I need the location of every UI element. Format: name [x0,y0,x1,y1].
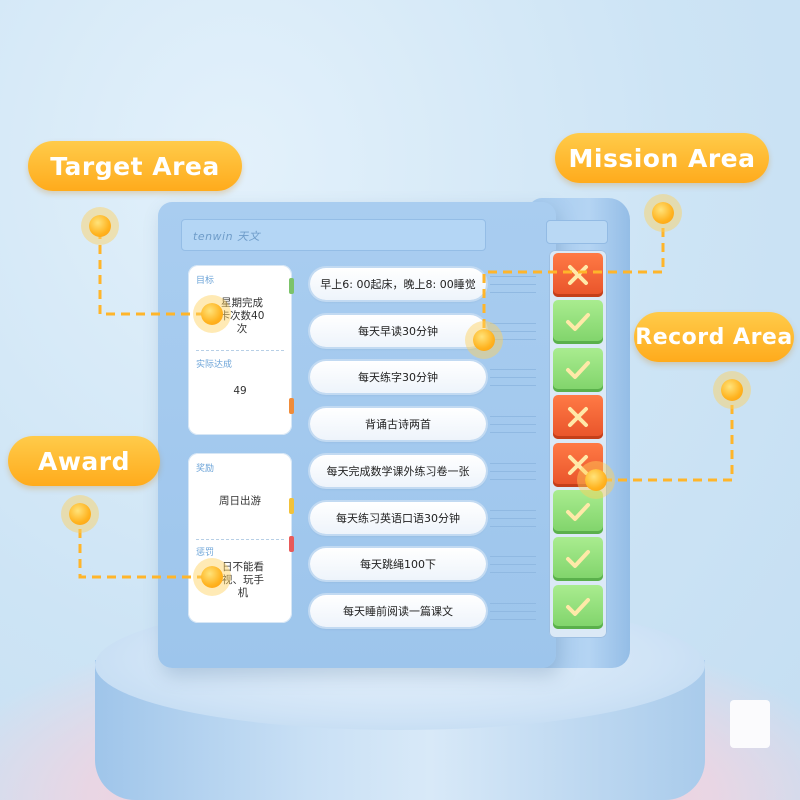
target-panel: 目标 星期完成 卡次数40 次 实际达成 49 [188,265,292,435]
slot-groove [490,525,536,527]
goal-label: 目标 [196,276,215,286]
award-pointer-start [69,503,91,525]
cross-icon [568,407,588,428]
slot-groove [490,377,536,379]
record-tile-cross[interactable] [553,253,603,297]
task-item[interactable]: 每天完成数学课外练习卷一张 [310,454,486,487]
target-pointer-start [89,215,111,237]
slot-groove [490,432,536,434]
panel-edge-red [289,536,294,552]
task-item[interactable]: 背诵古诗两首 [310,408,486,441]
slot-groove [490,602,536,604]
record-tile-check[interactable] [553,490,603,534]
cross-icon [568,265,588,285]
panel-edge-orange [289,398,294,414]
slot-groove [490,610,536,612]
check-icon [566,360,590,379]
mission-pointer-end [473,329,495,351]
slot-groove [490,470,536,472]
slot-groove [490,322,536,324]
panel-edge-yellow [289,498,294,514]
board-header [181,219,486,251]
reward-text: 周日出游 [219,495,261,507]
slot-groove [490,618,536,620]
task-item[interactable]: 早上6: 00起床，晚上8: 00睡觉 [310,268,486,300]
task-item[interactable]: 每天练习英语口语30分钟 [310,501,486,534]
slot-groove [490,292,536,293]
slot-groove [490,416,536,418]
record-pointer-start [721,379,743,401]
slot-groove [490,385,536,387]
record-slot-cap [546,220,608,244]
panel-divider [196,350,284,351]
mission-area-callout: Mission Area [555,133,769,183]
award-callout: Award [8,436,160,486]
check-icon [566,550,590,569]
penalty-label: 惩罚 [196,548,215,558]
slot-groove [490,338,536,340]
slot-groove [490,572,536,574]
slot-groove [490,369,536,371]
slot-groove [490,424,536,426]
award-pointer-end [201,566,223,588]
task-item[interactable]: 每天跳绳100下 [310,548,486,581]
record-tile-check[interactable] [553,537,603,582]
slot-groove [490,284,536,285]
record-area-callout: Record Area [634,312,794,362]
panel-divider [196,539,284,540]
mission-pointer-start [652,202,674,224]
record-pointer-end [585,469,607,491]
brand-logo: tenwin 天文 [193,230,261,243]
check-icon [566,313,590,332]
slot-groove [490,462,536,464]
check-icon [566,503,590,521]
decor-block [730,700,770,748]
target-area-callout: Target Area [28,141,242,191]
record-tile-check[interactable] [553,347,603,392]
goal-text: 星期完成 卡次数40 次 [219,297,265,335]
slot-groove [490,564,536,566]
slot-groove [490,517,536,519]
slot-groove [490,330,536,332]
penalty-text: 日不能看 视、玩手 机 [222,561,264,599]
slot-groove [490,509,536,511]
record-tile-check[interactable] [553,300,603,345]
task-item[interactable]: 每天练字30分钟 [310,361,486,394]
target-pointer-end [201,303,223,325]
slot-groove [490,276,536,277]
panel-edge-green [289,278,294,294]
reward-label: 奖励 [196,464,215,474]
record-tile-cross[interactable] [553,395,603,440]
task-item[interactable]: 每天早读30分钟 [310,314,486,347]
cross-icon [568,454,588,475]
record-tile-check[interactable] [553,584,603,629]
slot-groove [490,556,536,558]
task-item[interactable]: 每天睡前阅读一篇课文 [310,594,486,627]
award-panel: 奖励 周日出游 惩罚 日不能看 视、玩手 机 [188,453,292,623]
actual-value: 49 [233,385,247,397]
slot-groove [490,478,536,480]
check-icon [566,597,590,616]
actual-label: 实际达成 [196,360,233,370]
